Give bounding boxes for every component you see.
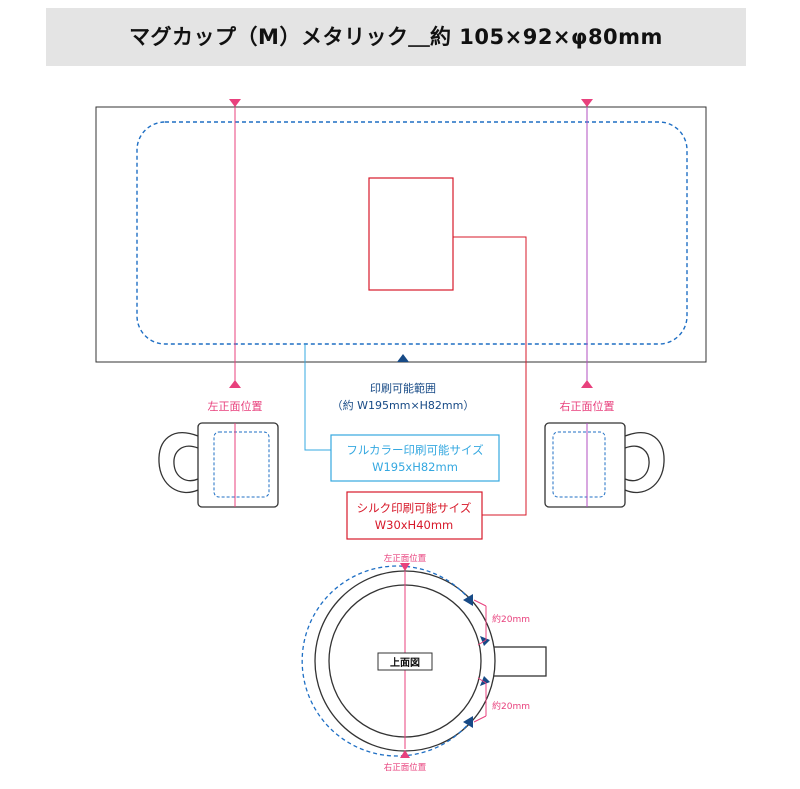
lower-dim-line-a [477, 677, 487, 684]
left-mug-icon [158, 422, 279, 508]
title-bar: マグカップ（M）メタリック＿約 105×92×φ80mm [46, 8, 746, 66]
silk-size: W30xH40mm [375, 518, 454, 532]
upper-dim-line-c [477, 639, 487, 646]
upper-distance-label: 約20mm [492, 613, 530, 625]
top-left-front-marker-icon [400, 563, 410, 571]
page-title: マグカップ（M）メタリック＿約 105×92×φ80mm [129, 25, 663, 49]
left-front-bottom-marker-icon [229, 380, 241, 388]
fullcolor-size: W195xH82mm [372, 460, 458, 474]
right-mug-icon [544, 422, 665, 508]
fullcolor-leader-line [304, 344, 331, 451]
lower-handle-marker-icon [480, 676, 490, 686]
printable-area-label: 印刷可能範囲 [370, 381, 436, 395]
silk-title: シルク印刷可能サイズ [357, 501, 472, 515]
left-front-label: 左正面位置 [208, 399, 263, 413]
right-front-bottom-marker-icon [581, 380, 593, 388]
silk-callout [346, 491, 483, 540]
top-right-front-label: 右正面位置 [384, 762, 427, 773]
left-front-top-marker-icon [229, 99, 241, 107]
printable-area-size: （約 W195mm×H82mm） [332, 398, 475, 412]
top-view-label-box [377, 652, 433, 671]
silk-leader-line [453, 236, 527, 516]
right-front-top-marker-icon [581, 99, 593, 107]
lower-distance-label: 約20mm [492, 700, 530, 712]
printable-area-marker-icon [397, 354, 409, 362]
fullcolor-print-area [136, 121, 688, 345]
fullcolor-title: フルカラー印刷可能サイズ [346, 443, 483, 457]
upper-dist-marker-icon [463, 594, 473, 606]
upper-dim-line-a [473, 599, 487, 607]
fullcolor-callout [330, 434, 500, 482]
top-view-label: 上面図 [390, 656, 420, 669]
top-left-front-label: 左正面位置 [384, 553, 427, 564]
lower-dist-marker-icon [463, 716, 473, 728]
top-right-front-marker-icon [400, 750, 410, 758]
unrolled-template-frame [95, 106, 707, 363]
silk-print-area [368, 177, 454, 291]
right-front-label: 右正面位置 [560, 399, 615, 413]
lower-dim-line-c [473, 715, 487, 723]
